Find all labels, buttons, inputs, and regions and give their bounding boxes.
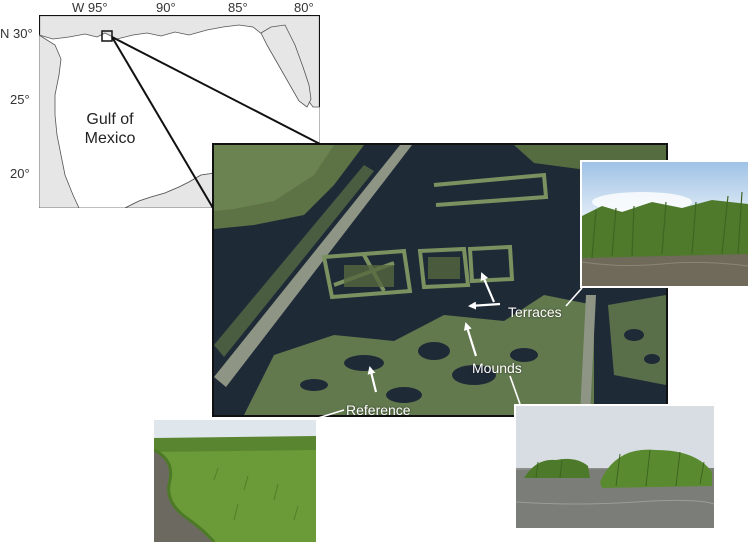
mexico-land	[39, 34, 80, 208]
lon-label-85: 85°	[228, 0, 248, 15]
lon-label-90: 90°	[156, 0, 176, 15]
reference-photo	[152, 418, 318, 544]
gulf-label-line2: Mexico	[84, 130, 136, 147]
mounds-leader	[509, 375, 521, 405]
lon-label-95: W 95°	[72, 0, 108, 15]
reference-arrow	[367, 366, 378, 393]
gulf-label-line1: Gulf of	[86, 111, 134, 128]
study-site-marker	[101, 30, 113, 42]
mounds-photo-graphic	[516, 406, 714, 528]
lon-label-80: 80°	[294, 0, 314, 15]
reference-label: Reference	[346, 402, 411, 418]
gulf-of-mexico-label: Gulf of Mexico	[70, 110, 150, 148]
reference-photo-graphic	[154, 420, 316, 542]
terraces-photo	[580, 160, 750, 288]
lat-label-20: 20°	[10, 166, 30, 181]
terraces-label: Terraces	[508, 304, 562, 320]
mounds-photo	[514, 404, 716, 530]
terraces-leader	[565, 287, 583, 307]
florida-land	[260, 24, 312, 108]
lat-label-30: N 30°	[0, 26, 33, 41]
terraces-photo-graphic	[582, 162, 748, 286]
aerial-photo	[212, 143, 668, 417]
terraces-arrow-1	[480, 272, 496, 303]
mounds-label: Mounds	[472, 360, 522, 376]
mounds-arrow	[463, 322, 478, 357]
lat-label-25: 25°	[10, 92, 30, 107]
terraces-arrow-2	[468, 301, 501, 310]
reference-leader	[317, 409, 345, 419]
